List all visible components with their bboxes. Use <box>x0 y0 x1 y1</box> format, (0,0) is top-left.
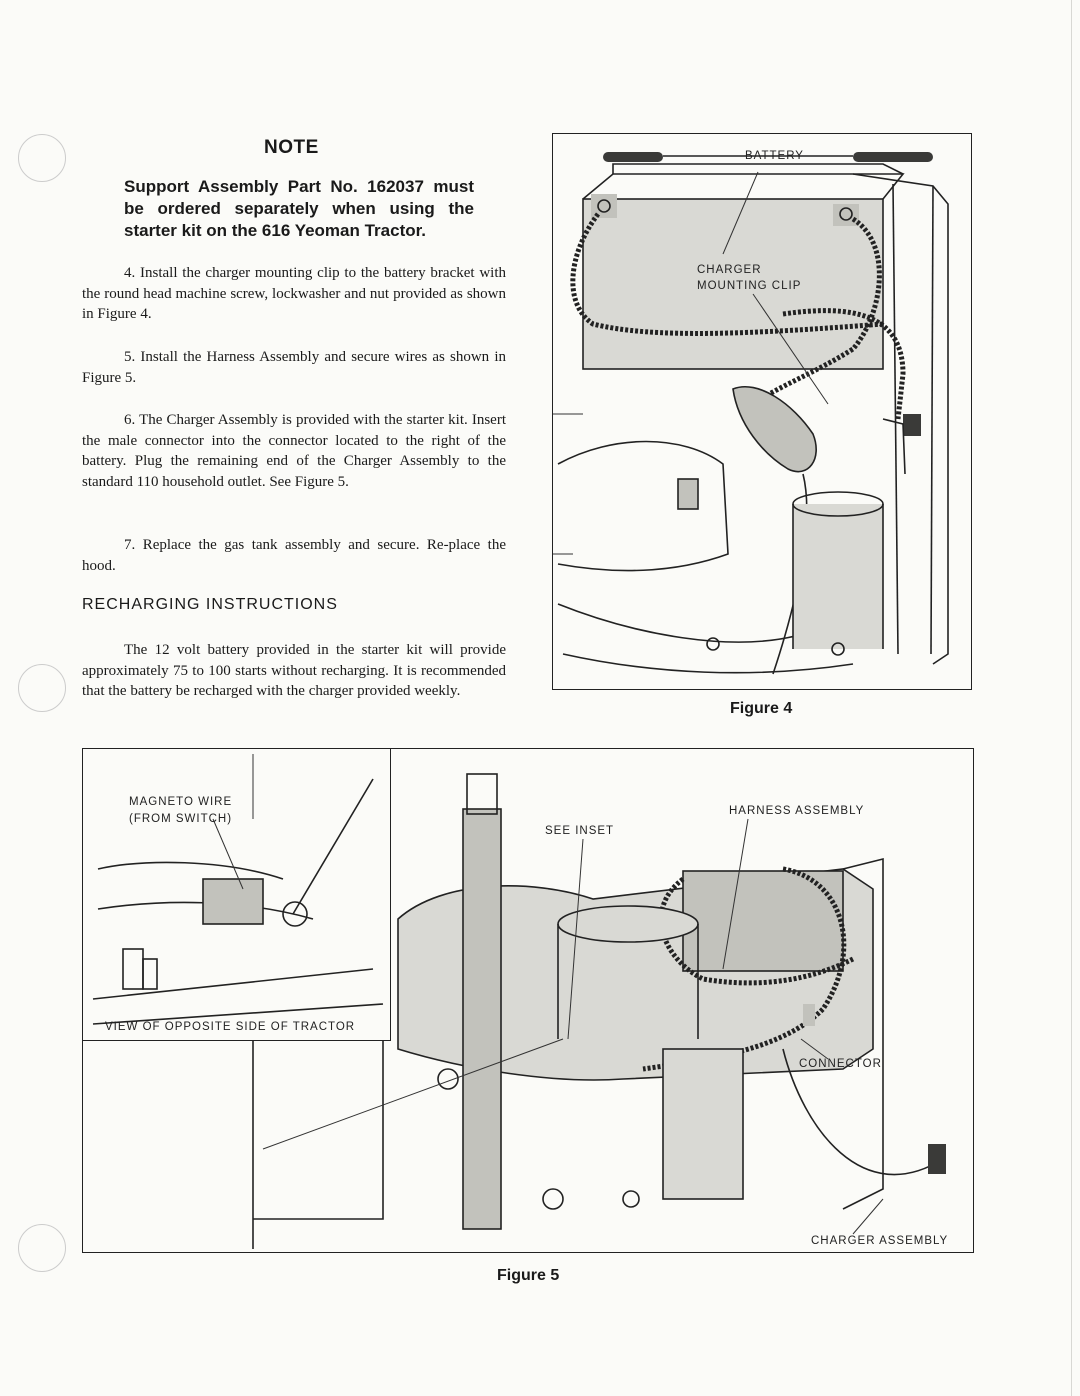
step-6: 6. The Charger Assembly is provided with… <box>82 412 506 490</box>
figure-5-inset-panel: MAGNETO WIRE (FROM SWITCH) VIEW OF OPPOS… <box>83 749 391 1041</box>
figure-5-illustration: MAGNETO WIRE (FROM SWITCH) VIEW OF OPPOS… <box>82 748 974 1253</box>
label-magneto-wire: MAGNETO WIRE (FROM SWITCH) <box>129 796 233 825</box>
label-battery: BATTERY <box>745 150 804 162</box>
recharging-body: The 12 volt battery provided in the star… <box>82 642 506 699</box>
punch-hole-middle <box>18 664 66 712</box>
label-see-inset: SEE INSET <box>545 825 615 837</box>
recharging-heading: RECHARGING INSTRUCTIONS <box>82 596 338 613</box>
step-5: 5. Install the Harness Assembly and secu… <box>82 349 506 386</box>
figure-4-caption: Figure 4 <box>730 700 793 717</box>
figure-5-drawing <box>252 773 946 1249</box>
step-4: 4. Install the charger mounting clip to … <box>82 265 506 322</box>
label-charger-mounting-clip: CHARGER MOUNTING CLIP <box>697 264 802 292</box>
note-title: NOTE <box>264 137 319 158</box>
note-body: Support Assembly Part No. 162037 must be… <box>124 177 474 240</box>
label-view-opposite-side: VIEW OF OPPOSITE SIDE OF TRACTOR <box>105 1021 356 1033</box>
step-7: 7. Replace the gas tank assembly and sec… <box>82 537 506 574</box>
punch-hole-bottom <box>18 1224 66 1272</box>
label-charger-assembly: CHARGER ASSEMBLY <box>811 1235 949 1247</box>
label-connector: CONNECTOR <box>799 1058 882 1070</box>
label-harness-assembly: HARNESS ASSEMBLY <box>729 805 865 817</box>
figure-4-drawing <box>553 152 949 675</box>
figure-5-caption: Figure 5 <box>497 1267 560 1284</box>
punch-hole-top <box>18 134 66 182</box>
figure-5-inset-drawing <box>92 754 384 1025</box>
figure-4-illustration: BATTERY CHARGER MOUNTING CLIP <box>552 133 972 690</box>
page-edge-rule <box>1071 0 1072 1396</box>
